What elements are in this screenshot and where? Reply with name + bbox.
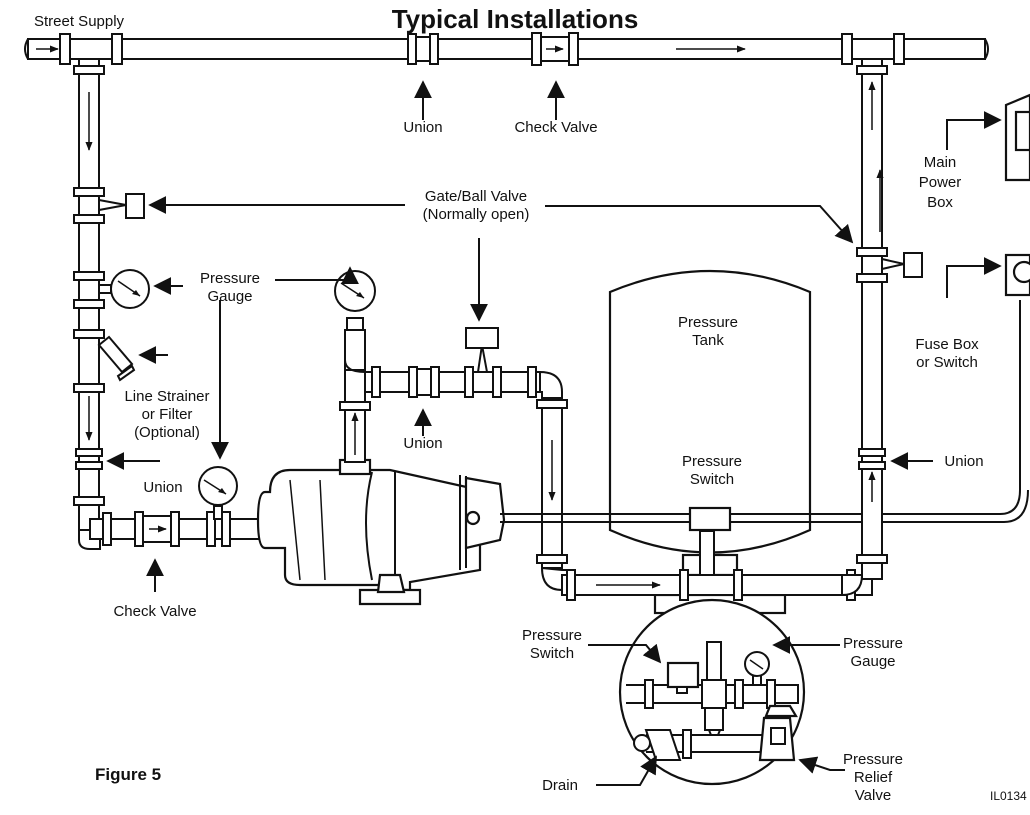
label-detail-pressure-gauge-2: Gauge [850,653,895,670]
label-line-strainer-2: or Filter [142,406,193,423]
label-detail-pressure-switch-2: Switch [530,645,574,662]
label-check-valve-top: Check Valve [514,119,597,136]
label-fuse-box-1: Fuse Box [915,336,979,353]
union-mid-fitting [408,366,440,398]
union-left-fitting [75,448,103,470]
pressure-gauge-suction [198,466,238,547]
jet-pump [256,458,506,606]
pump-suction-line [78,466,261,550]
label-pressure-gauge-2: Gauge [207,288,252,305]
detail-drain-valve [633,729,692,761]
label-main-power-box-1: Main [924,154,957,171]
left-supply-riser [73,58,150,540]
label-gate-ball-valve-1: Gate/Ball Valve [425,188,527,205]
main-power-box [1004,93,1030,182]
pump-discharge-line [334,270,568,569]
label-line-strainer-3: (Optional) [134,424,200,441]
gate-valve-discharge [464,327,502,398]
fuse-box [1004,253,1030,297]
diagram-title: Typical Installations [392,4,639,34]
label-pressure-switch-1: Pressure [682,453,742,470]
union-right-fitting [858,448,886,470]
label-check-valve-bottom: Check Valve [113,603,196,620]
label-fuse-box-2: or Switch [916,354,978,371]
label-drain: Drain [542,777,578,794]
detail-pressure-switch [666,661,700,694]
gate-valve-left [73,187,145,224]
label-pressure-switch-2: Switch [690,471,734,488]
labels: Typical Installations Street Supply Unio… [34,4,1027,804]
line-strainer [73,329,136,393]
label-union-mid: Union [403,435,442,452]
label-pressure-gauge-1: Pressure [200,270,260,287]
label-street-supply: Street Supply [34,13,125,30]
label-union-right: Union [944,453,983,470]
union-top-fitting [407,33,439,65]
image-code: IL0134 [990,789,1027,803]
label-union-top: Union [403,119,442,136]
label-line-strainer-1: Line Strainer [124,388,209,405]
detail-inset [618,598,806,786]
label-pressure-tank-2: Tank [692,332,724,349]
label-detail-pressure-gauge-1: Pressure [843,635,903,652]
label-gate-ball-valve-2: (Normally open) [423,206,530,223]
check-valve-top [531,32,579,66]
check-valve-bottom [134,511,180,547]
figure-label: Figure 5 [95,765,161,784]
detail-relief-valve [758,704,798,762]
label-union-left: Union [143,479,182,496]
electrical-wire [500,300,1029,523]
tank-manifold [540,530,873,601]
label-main-power-box-2: Power [919,174,962,191]
label-pressure-relief-3: Valve [855,787,891,804]
label-pressure-relief-2: Relief [854,769,893,786]
label-pressure-relief-1: Pressure [843,751,903,768]
pressure-gauge-left [73,269,150,309]
pressure-switch [688,506,732,532]
gate-valve-right [856,247,923,283]
right-service-riser [841,58,923,597]
street-supply-pipe [24,32,989,66]
callout-arrows [106,80,1002,786]
label-detail-pressure-switch-1: Pressure [522,627,582,644]
detail-pressure-gauge [744,651,770,686]
detail-tee-valve [701,641,727,741]
label-pressure-tank-1: Pressure [678,314,738,331]
label-main-power-box-3: Box [927,194,953,211]
